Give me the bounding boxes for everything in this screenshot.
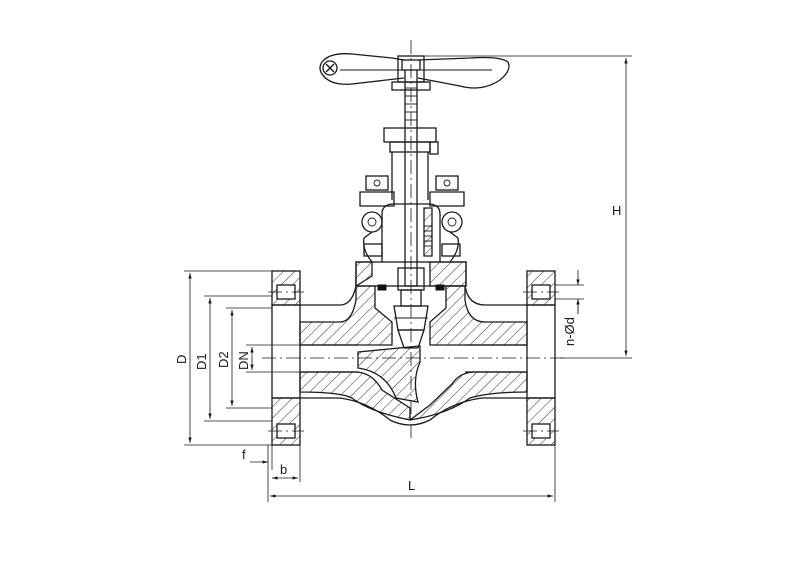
right-flange — [523, 270, 559, 446]
dimension-l — [267, 445, 556, 502]
label-f: f — [242, 447, 246, 462]
left-flange — [268, 270, 304, 446]
yoke-nut — [383, 127, 439, 200]
dimension-nd — [555, 270, 584, 314]
gland-eye-bolt-right — [429, 175, 465, 257]
bonnet — [355, 203, 467, 291]
dimension-b — [272, 445, 301, 482]
center-lines — [262, 40, 566, 440]
packing-rings — [424, 225, 432, 247]
dimension-f — [250, 445, 273, 470]
dimension-d2 — [226, 307, 272, 409]
label-dn: DN — [236, 351, 251, 370]
label-b: b — [280, 462, 287, 477]
valve-body — [268, 270, 559, 446]
label-l: L — [408, 478, 415, 493]
label-d2: D2 — [216, 351, 231, 368]
label-h: H — [612, 203, 621, 218]
dimension-d1 — [204, 295, 272, 422]
label-d: D — [174, 355, 189, 364]
label-nd: n-Ød — [562, 317, 577, 346]
gland-eye-bolt-left — [359, 175, 395, 257]
dimension-h — [420, 55, 632, 359]
handwheel — [319, 53, 510, 91]
dimension-d — [184, 270, 272, 446]
dimension-dn — [246, 344, 300, 373]
label-d1: D1 — [194, 353, 209, 370]
